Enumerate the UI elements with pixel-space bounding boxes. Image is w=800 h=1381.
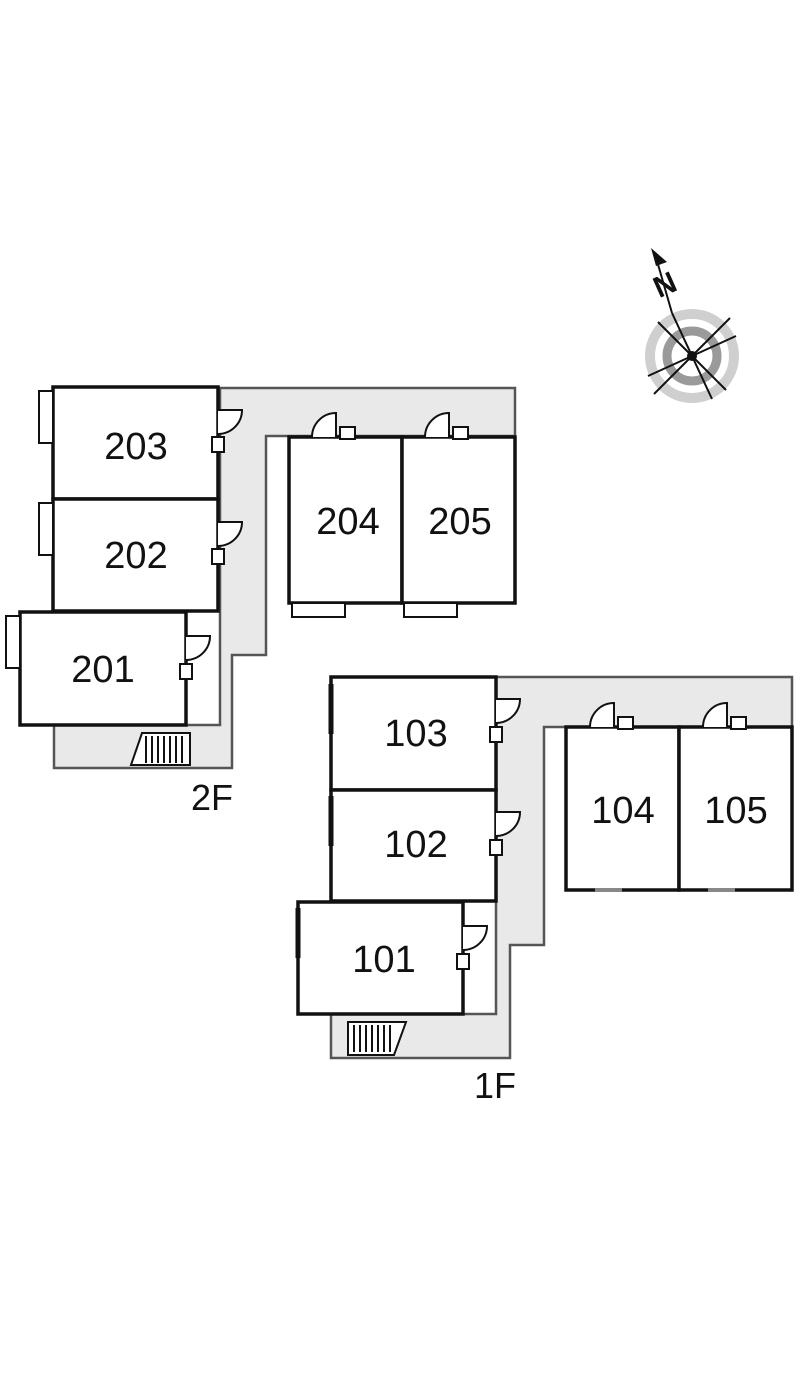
door-icon [311,411,356,440]
door-icon [211,521,244,565]
door-icon [489,698,522,743]
room-label-204: 204 [316,501,379,543]
floor-2f: 203 202 201 [5,385,517,818]
window-icon [38,390,54,444]
room-label-101: 101 [352,939,415,981]
room-label-105: 105 [704,790,767,832]
room-label-202: 202 [104,535,167,577]
room-103[interactable]: 103 [328,675,522,792]
stairs-icon [347,1021,408,1056]
north-arrow-icon [651,248,673,314]
room-label-205: 205 [428,501,491,543]
stairs-icon [129,732,191,766]
door-icon [456,925,489,970]
room-105[interactable]: 105 [677,701,794,892]
room-204[interactable]: 204 [287,411,404,618]
room-label-102: 102 [384,824,447,866]
window-icon [403,602,458,618]
room-104[interactable]: 104 [564,701,681,892]
room-205[interactable]: 205 [400,411,517,618]
compass-ring-inner [662,326,722,386]
door-icon [179,635,212,680]
compass: N [645,248,739,403]
room-label-103: 103 [384,713,447,755]
door-icon [702,701,747,730]
floor-label-2f: 2F [191,777,233,818]
room-102[interactable]: 102 [328,788,522,903]
floor-1f: 103 102 101 [295,675,794,1106]
window-icon [5,615,21,669]
room-202[interactable]: 202 [38,497,244,613]
window-icon [38,502,54,556]
door-icon [424,411,469,440]
compass-ring-outer [645,309,739,403]
window-icon [291,602,346,618]
door-icon [489,811,522,856]
floor-label-1f: 1F [474,1065,516,1106]
door-icon [211,409,244,453]
room-203[interactable]: 203 [38,385,244,501]
room-201[interactable]: 201 [5,610,212,727]
room-label-201: 201 [71,649,134,691]
compass-label: N [649,266,682,305]
door-icon [589,701,634,730]
room-label-203: 203 [104,426,167,468]
room-101[interactable]: 101 [295,900,489,1016]
room-label-104: 104 [591,790,654,832]
